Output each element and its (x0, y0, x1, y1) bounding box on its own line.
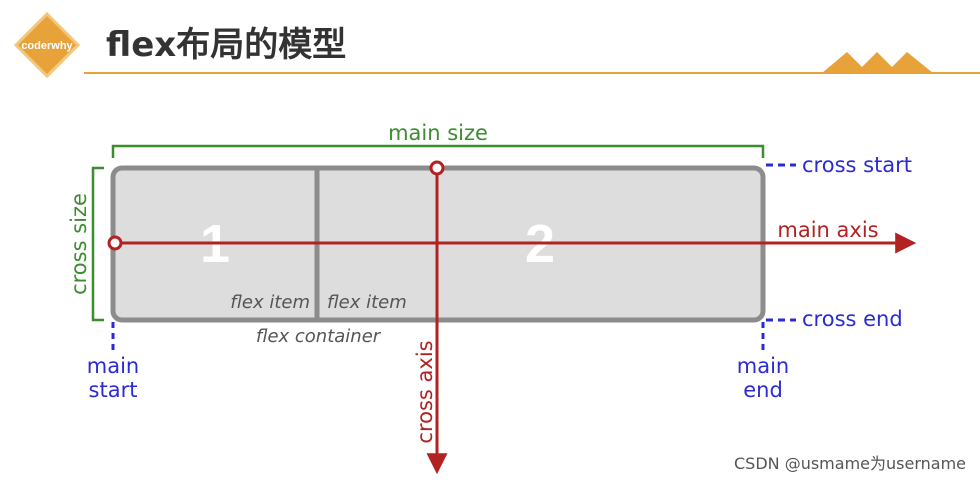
page-title: flex布局的模型 (106, 25, 346, 65)
flex-container-label: flex container (256, 326, 382, 347)
header-mountain-decoration (822, 52, 933, 73)
main-start-label-line1: main (87, 354, 139, 378)
cross-start-label: cross start (802, 153, 912, 177)
logo-text: coderwhy (21, 40, 73, 52)
logo-diamond (13, 11, 81, 79)
main-axis-label: main axis (777, 218, 878, 242)
main-start-label-line2: start (89, 378, 138, 402)
logo: coderwhy (13, 11, 81, 79)
cross-size-bracket (91, 166, 104, 322)
main-size-bracket (111, 144, 765, 158)
cross-end-label: cross end (802, 307, 903, 331)
cross-axis-origin (429, 160, 445, 176)
main-end-label-line1: main (737, 354, 789, 378)
cross-size-label: cross size (67, 193, 91, 295)
flex-item-2-label: flex item (327, 292, 407, 313)
main-size-label: main size (388, 121, 488, 145)
cross-axis-label: cross axis (413, 340, 437, 443)
flex-item-1-label: flex item (230, 292, 310, 313)
main-end-label-line2: end (743, 378, 783, 402)
watermark: CSDN @usmame为username (734, 454, 966, 473)
main-axis-origin (107, 235, 123, 251)
